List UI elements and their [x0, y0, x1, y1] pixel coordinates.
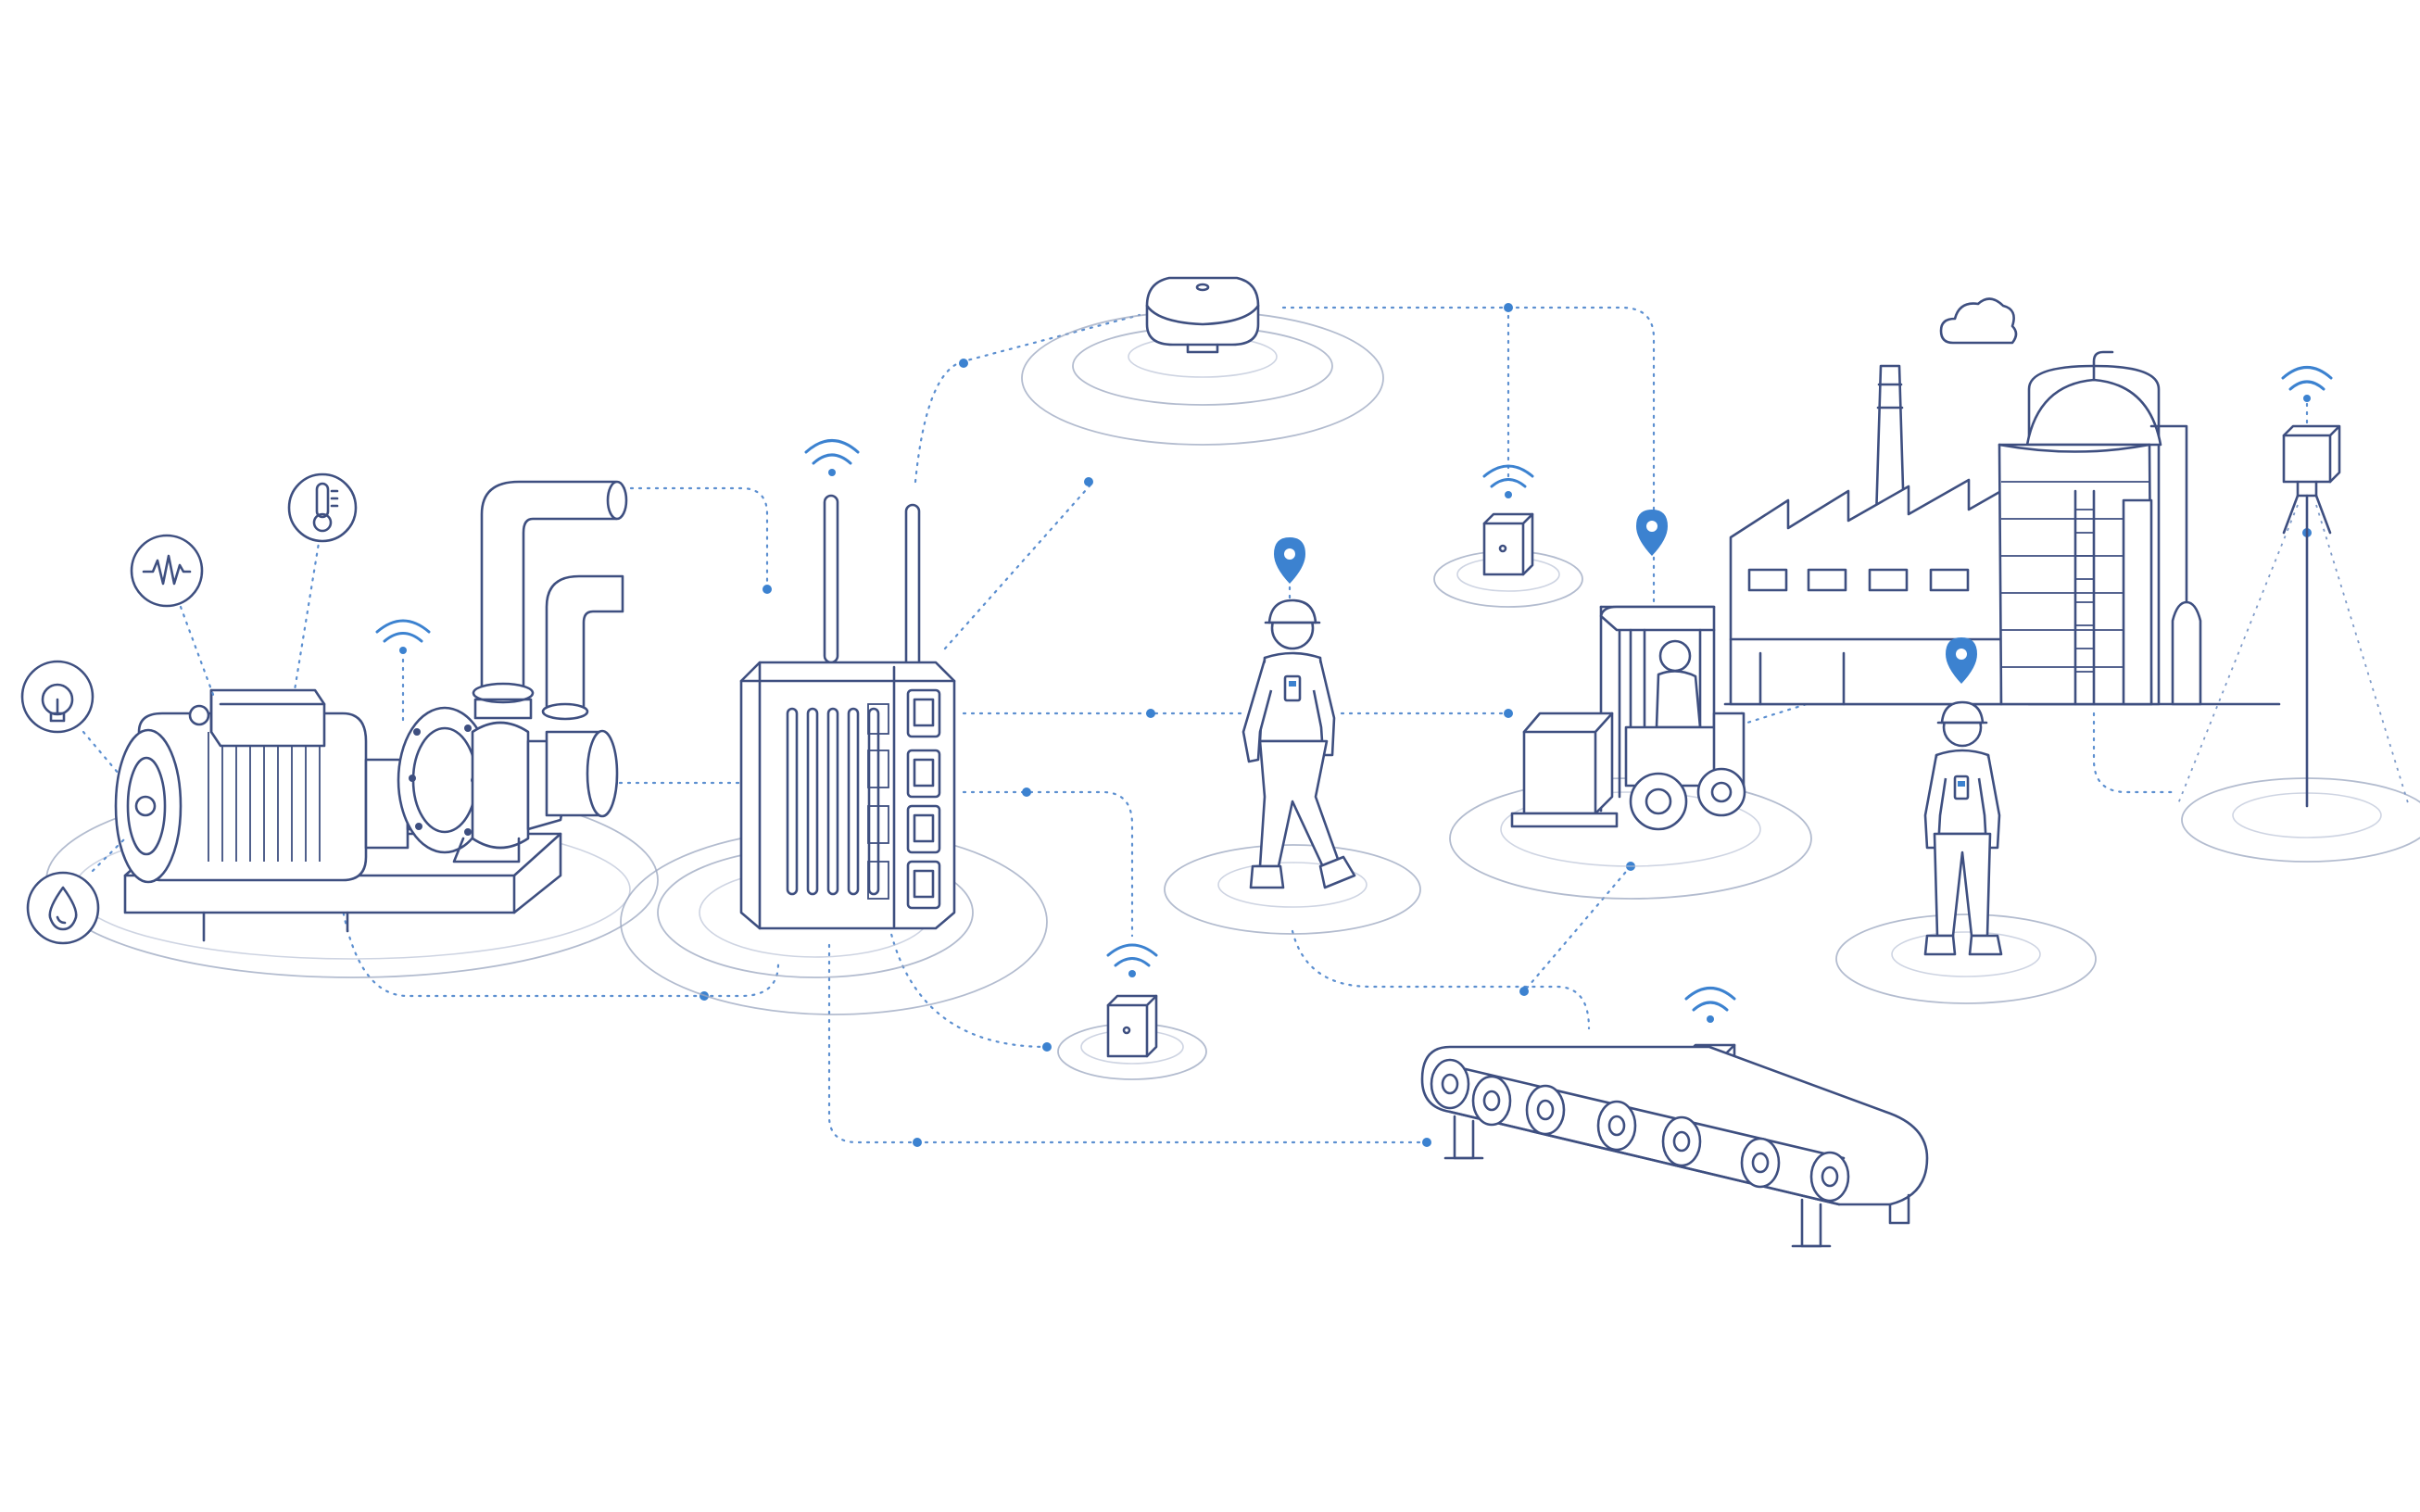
pump-motor-assembly: [45, 480, 659, 978]
motor-terminal-box: [209, 688, 326, 748]
location-pin-icon: [1636, 510, 1668, 556]
water-drop-icon: [26, 871, 100, 945]
link-gateway-sensor-a-2: [888, 925, 1049, 1049]
wifi-signal-icon: [1684, 987, 1736, 1023]
wifi-signal-icon: [804, 439, 860, 476]
antenna-left: [823, 494, 839, 664]
wifi-signal-icon: [1482, 464, 1534, 498]
cloud-icon: [1939, 297, 2018, 345]
sensor-node-bottom: [1057, 943, 1207, 1080]
vibration-waveform-icon: [130, 534, 204, 608]
link-forklift-conveyor: [1522, 864, 1632, 993]
wifi-signal-icon: [375, 619, 431, 654]
wifi-signal-icon: [1106, 943, 1158, 977]
thermometer-icon: [287, 472, 358, 543]
pressure-gauge-icon: [20, 660, 95, 734]
conveyor-rollers: [1430, 1058, 1850, 1203]
link-gateway-sensor-a: [962, 790, 1134, 938]
iot-gateway-router: [620, 439, 1048, 1015]
link-gateway-ceiling: [914, 313, 1141, 484]
link-silo-camera: [2092, 712, 2179, 794]
link-ceiling-forklift: [1281, 306, 1656, 604]
ceiling-hub-sensor: [1021, 276, 1384, 446]
link-pipe-gateway: [621, 486, 769, 591]
sensor-node-top: [1433, 464, 1583, 608]
link-worker-conveyor: [1291, 929, 1591, 1030]
silo-storage-tank: [1998, 350, 2202, 706]
conveyor-belt: [1420, 987, 1929, 1248]
location-pin-icon: [1274, 537, 1305, 584]
location-pin-icon: [1946, 637, 1977, 684]
worker-walking: [1164, 537, 1421, 935]
link-gateway-ceiling-2: [943, 480, 1095, 650]
link-gateway-conveyor: [827, 943, 1429, 1144]
worker-standing: [1835, 637, 2097, 1004]
ethernet-ports: [867, 688, 941, 910]
forklift-vehicle: [1449, 510, 1812, 900]
camera-sensor-tripod: [2176, 366, 2420, 863]
wifi-signal-icon: [2281, 366, 2333, 402]
sensor-bubbles: [20, 472, 358, 945]
antenna-right: [904, 503, 921, 674]
